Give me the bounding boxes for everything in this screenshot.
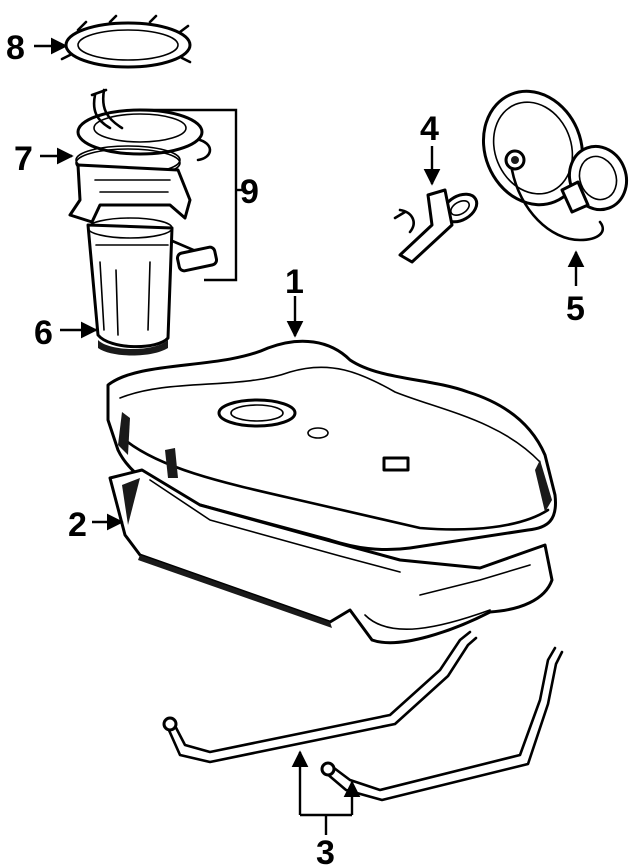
callout-5: 5 (566, 290, 585, 328)
callout-8: 8 (6, 29, 25, 67)
callout-3: 3 (316, 834, 335, 867)
filler-neck-part (393, 188, 479, 264)
tank-shield-part (108, 468, 554, 645)
tank-strap-right-part (320, 646, 564, 802)
callout-4: 4 (420, 110, 439, 148)
callout-labels: 8 7 6 2 9 4 5 1 3 (6, 29, 585, 867)
callout-leaders (34, 37, 585, 835)
callout-1: 1 (285, 263, 304, 301)
callout-6: 6 (34, 314, 53, 352)
lock-ring-part (60, 14, 192, 69)
fuel-door-and-cap-part (481, 89, 628, 242)
callout-7: 7 (14, 140, 33, 178)
callout-9: 9 (240, 173, 259, 211)
fuel-pump-module-part (68, 88, 219, 356)
tank-strap-left-part (162, 630, 478, 764)
callout-2: 2 (68, 506, 87, 544)
